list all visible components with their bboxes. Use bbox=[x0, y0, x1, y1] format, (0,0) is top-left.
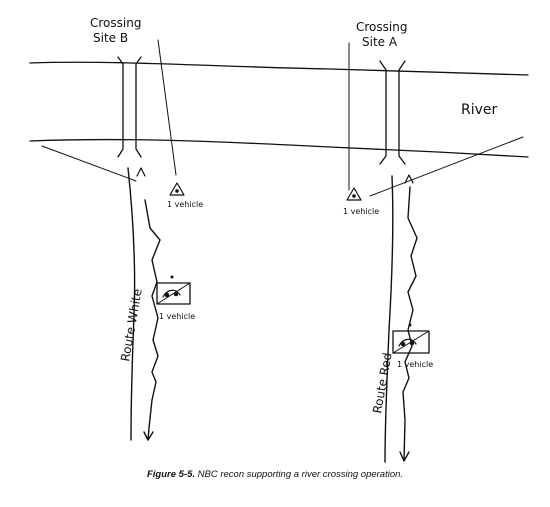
figure-number: Figure 5-5. bbox=[146, 469, 195, 480]
route-white-label: Route White bbox=[118, 288, 145, 363]
crossing-site-a-label: Crossing Site A bbox=[356, 20, 411, 49]
route-white-arrow bbox=[143, 431, 154, 441]
boundary-line-east bbox=[369, 136, 524, 197]
route-white-up-arrow bbox=[136, 167, 146, 177]
boundary-line-site-b bbox=[157, 39, 177, 176]
nbc-recon-triangle-icon-a bbox=[346, 187, 362, 201]
vehicle-label-route-red: 1 vehicle bbox=[397, 360, 433, 369]
vehicle-label-a: 1 vehicle bbox=[343, 207, 379, 216]
vehicle-label-b: 1 vehicle bbox=[167, 200, 203, 209]
crossing-site-b-bridge bbox=[117, 56, 142, 158]
river-label: River bbox=[461, 102, 498, 118]
crossing-site-b-label: Crossing Site B bbox=[90, 16, 145, 45]
river-bank-south bbox=[29, 138, 529, 158]
river-bank-north bbox=[29, 61, 529, 76]
boundary-line-west bbox=[41, 145, 137, 182]
nbc-recon-triangle-icon-b bbox=[169, 182, 185, 196]
figure-caption-text: NBC recon supporting a river crossing op… bbox=[197, 469, 404, 480]
vehicle-label-route-white: 1 vehicle bbox=[159, 312, 195, 321]
route-red-label: Route Red bbox=[370, 352, 394, 415]
route-white-road-west bbox=[127, 167, 136, 441]
route-red-road-east bbox=[402, 186, 418, 461]
figure-caption: Figure 5-5. NBC recon supporting a river… bbox=[0, 469, 550, 480]
route-red-up-arrow bbox=[404, 174, 414, 184]
route-white-road-east bbox=[144, 199, 161, 441]
route-red-arrow bbox=[399, 451, 410, 462]
recon-unit-icon-route-red bbox=[392, 323, 430, 354]
route-red-road-west bbox=[384, 175, 394, 463]
recon-unit-icon-route-white bbox=[156, 275, 191, 305]
crossing-site-a-bridge bbox=[379, 60, 406, 165]
